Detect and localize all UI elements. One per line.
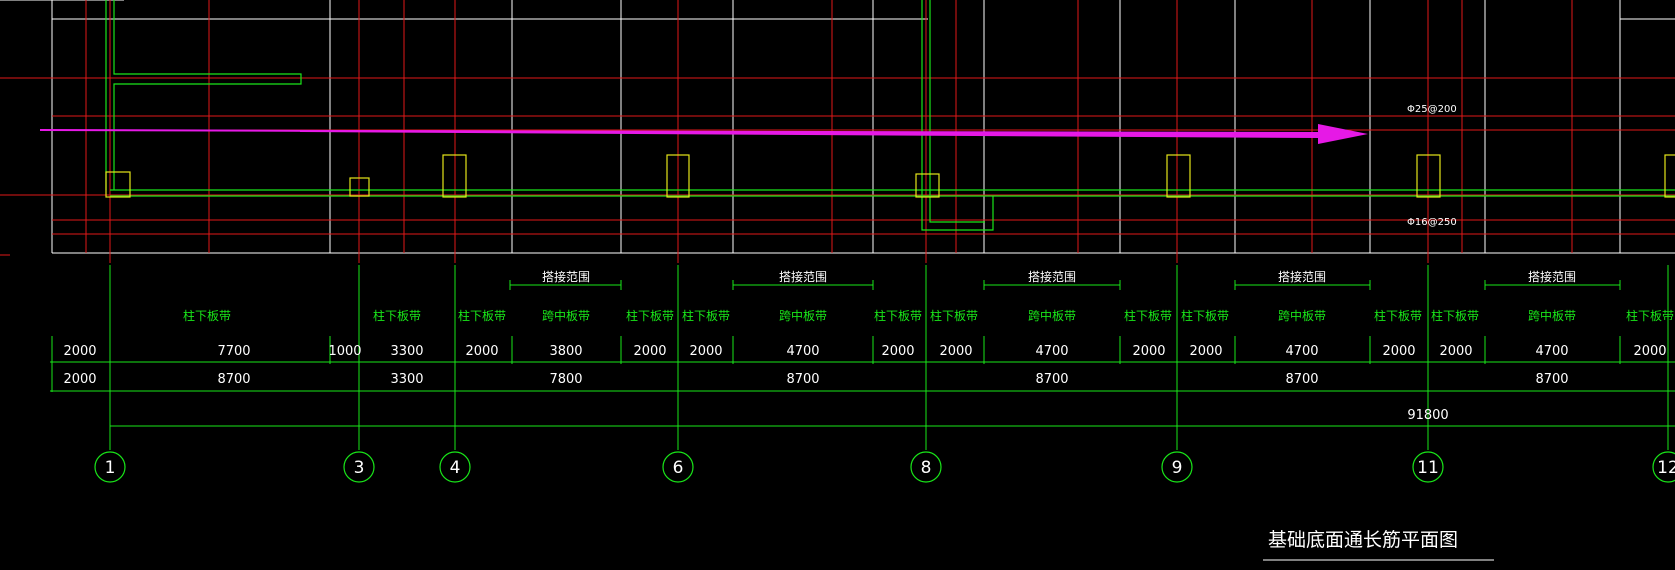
strip-label-span: 跨中板带 bbox=[779, 308, 827, 323]
dimension-row-1: 2000 7700 1000 3300 2000 3800 2000 2000 … bbox=[63, 344, 1666, 359]
dim-value: 4700 bbox=[786, 344, 819, 359]
drawing-title: 基础底面通长筋平面图 bbox=[1268, 529, 1458, 551]
strip-label-span: 跨中板带 bbox=[1528, 308, 1576, 323]
dim-value: 1000 bbox=[328, 344, 361, 359]
dim-value: 2000 bbox=[1189, 344, 1222, 359]
dim-value: 2000 bbox=[1382, 344, 1415, 359]
axis-label: 11 bbox=[1417, 458, 1439, 478]
dim-value: 2000 bbox=[689, 344, 722, 359]
dim-value: 4700 bbox=[1535, 344, 1568, 359]
strip-label-span: 跨中板带 bbox=[542, 308, 590, 323]
strip-label-column: 柱下板带 bbox=[1626, 308, 1674, 323]
strip-label-column: 柱下板带 bbox=[373, 308, 421, 323]
strip-label-column: 柱下板带 bbox=[183, 308, 231, 323]
axis-label: 12 bbox=[1657, 458, 1675, 478]
lap-range-label: 搭接范围 bbox=[1028, 269, 1076, 284]
dim-value: 2000 bbox=[881, 344, 914, 359]
dim-value: 7700 bbox=[217, 344, 250, 359]
strip-label-column: 柱下板带 bbox=[1431, 308, 1479, 323]
dim-value: 8700 bbox=[786, 372, 819, 387]
dim-value: 2000 bbox=[633, 344, 666, 359]
dim-value: 2000 bbox=[63, 372, 96, 387]
axis-label: 8 bbox=[921, 458, 932, 478]
strip-label-column: 柱下板带 bbox=[458, 308, 506, 323]
axis-bubble bbox=[343, 451, 375, 483]
strip-label-column: 柱下板带 bbox=[930, 308, 978, 323]
dim-value: 3800 bbox=[549, 344, 582, 359]
dim-total: 91800 bbox=[1407, 408, 1448, 423]
axis-label: 1 bbox=[105, 458, 116, 478]
axis-label: 3 bbox=[354, 458, 365, 478]
axis-bubble bbox=[1412, 451, 1444, 483]
axis-label: 9 bbox=[1172, 458, 1183, 478]
dim-value: 3300 bbox=[390, 372, 423, 387]
dimension-row-2: 2000 8700 3300 7800 8700 8700 8700 8700 bbox=[63, 372, 1568, 387]
lap-range-labels: 搭接范围 搭接范围 搭接范围 搭接范围 搭接范围 bbox=[542, 269, 1576, 284]
dim-value: 3300 bbox=[390, 344, 423, 359]
dim-value: 7800 bbox=[549, 372, 582, 387]
axis-bubble bbox=[94, 451, 126, 483]
axis-bubbles bbox=[94, 451, 1675, 483]
strip-label-column: 柱下板带 bbox=[626, 308, 674, 323]
dimension-lines bbox=[50, 265, 1675, 450]
dim-value: 4700 bbox=[1285, 344, 1318, 359]
strip-label-column: 柱下板带 bbox=[1181, 308, 1229, 323]
strip-label-column: 柱下板带 bbox=[1374, 308, 1422, 323]
strip-labels: 柱下板带 柱下板带 柱下板带 跨中板带 柱下板带 柱下板带 跨中板带 柱下板带 … bbox=[183, 308, 1674, 323]
lap-range-label: 搭接范围 bbox=[1528, 269, 1576, 284]
axis-bubble bbox=[439, 451, 471, 483]
axis-labels: 1 3 4 6 8 9 11 12 bbox=[105, 458, 1675, 478]
dim-value: 4700 bbox=[1035, 344, 1068, 359]
strip-label-span: 跨中板带 bbox=[1028, 308, 1076, 323]
axis-bubble bbox=[1161, 451, 1193, 483]
dim-value: 8700 bbox=[217, 372, 250, 387]
lap-range-label: 搭接范围 bbox=[779, 269, 827, 284]
axis-label: 6 bbox=[673, 458, 684, 478]
lap-range-label: 搭接范围 bbox=[542, 269, 590, 284]
dim-value: 2000 bbox=[1132, 344, 1165, 359]
strip-label-column: 柱下板带 bbox=[1124, 308, 1172, 323]
axis-bubble bbox=[910, 451, 942, 483]
dim-value: 2000 bbox=[465, 344, 498, 359]
foundation-outline-green bbox=[105, 0, 1675, 231]
dim-value: 8700 bbox=[1535, 372, 1568, 387]
axis-bubble bbox=[662, 451, 694, 483]
dim-value: 2000 bbox=[1633, 344, 1666, 359]
dim-value: 2000 bbox=[1439, 344, 1472, 359]
column-boxes bbox=[105, 154, 1675, 198]
rebar-top-label: Φ25@200 bbox=[1407, 104, 1457, 115]
column-centerlines bbox=[109, 253, 1429, 420]
dim-value: 2000 bbox=[63, 344, 96, 359]
strip-label-column: 柱下板带 bbox=[874, 308, 922, 323]
strip-label-column: 柱下板带 bbox=[682, 308, 730, 323]
dim-value: 8700 bbox=[1285, 372, 1318, 387]
axis-label: 4 bbox=[450, 458, 461, 478]
direction-arrow bbox=[39, 124, 1368, 144]
dim-value: 8700 bbox=[1035, 372, 1068, 387]
lap-range-label: 搭接范围 bbox=[1278, 269, 1326, 284]
axis-bubble bbox=[1652, 451, 1675, 483]
dim-value: 2000 bbox=[939, 344, 972, 359]
plan-grid-red bbox=[0, 0, 1675, 256]
strip-label-span: 跨中板带 bbox=[1278, 308, 1326, 323]
plan-grid-white bbox=[0, 0, 1675, 254]
rebar-bottom-label: Φ16@250 bbox=[1407, 217, 1457, 228]
